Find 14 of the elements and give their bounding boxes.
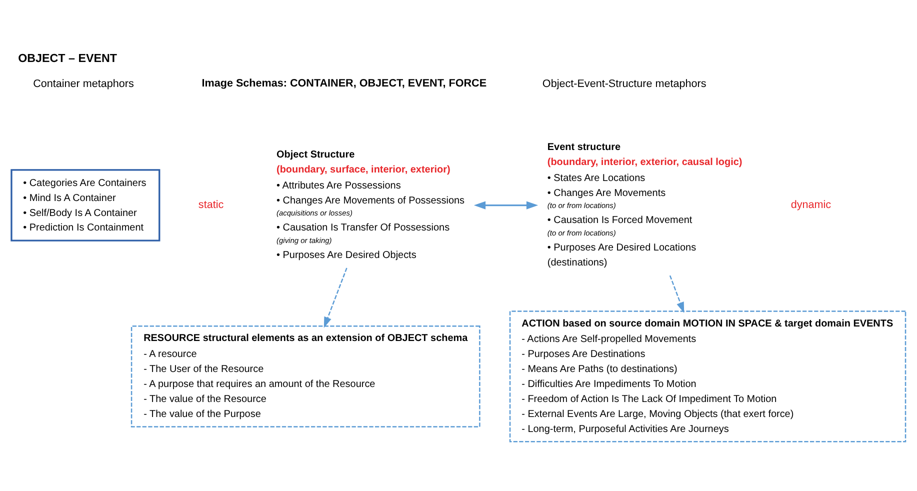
node-box: ACTION based on source domain MOTION IN SPACE & target domain EVENTS - Actions Are Self-propelled Movements - Purposes Are Destinations - Means Are Paths (to destinations) - Difficulties Are Impediments To Motion - Freedom of Action Is The Lack Of Impediment To Motion - External Events Are Large, Moving Objects (that exert force) - Long-term, Purposeful Activities Are Journeys (509, 310, 906, 442)
label: Image Schemas: CONTAINER, OBJECT, EVENT, FORCE (202, 76, 487, 89)
label: Container metaphors (33, 78, 134, 90)
node-box: RESOURCE structural elements as an extension of OBJECT schema - A resource - The User of the Resource - A purpose that requires an amount of the Resource - The value of the Resource - The value of the Purpose (130, 325, 480, 427)
arrow (474, 200, 538, 209)
label: Object-Event-Structure metaphors (542, 78, 706, 90)
arrow (669, 274, 684, 312)
arrow (324, 267, 348, 328)
label: dynamic (790, 198, 832, 211)
label: static (198, 198, 224, 211)
node-box: • Categories Are Containers • Mind Is A Container • Self/Body Is A Container • Prediction Is Containment (10, 168, 160, 241)
node-text: Object Structure (boundary, surface, interior, exterior) • Attributes Are Possessions • Changes Are Movements of Possessions (acquisitions or losses) • Causation Is Transfer Of Possessions (giving or taking) • Purposes Are Desired Objects (276, 149, 465, 261)
diagram-title: OBJECT – EVENT (18, 52, 117, 65)
node-text: Event structure (boundary, interior, exterior, causal logic) • States Are Locations • Changes Are Movements (to or from locations) • Causation Is Forced Movement (to or from locations) • Purposes Are Desired Locations (destinations) (547, 142, 742, 268)
